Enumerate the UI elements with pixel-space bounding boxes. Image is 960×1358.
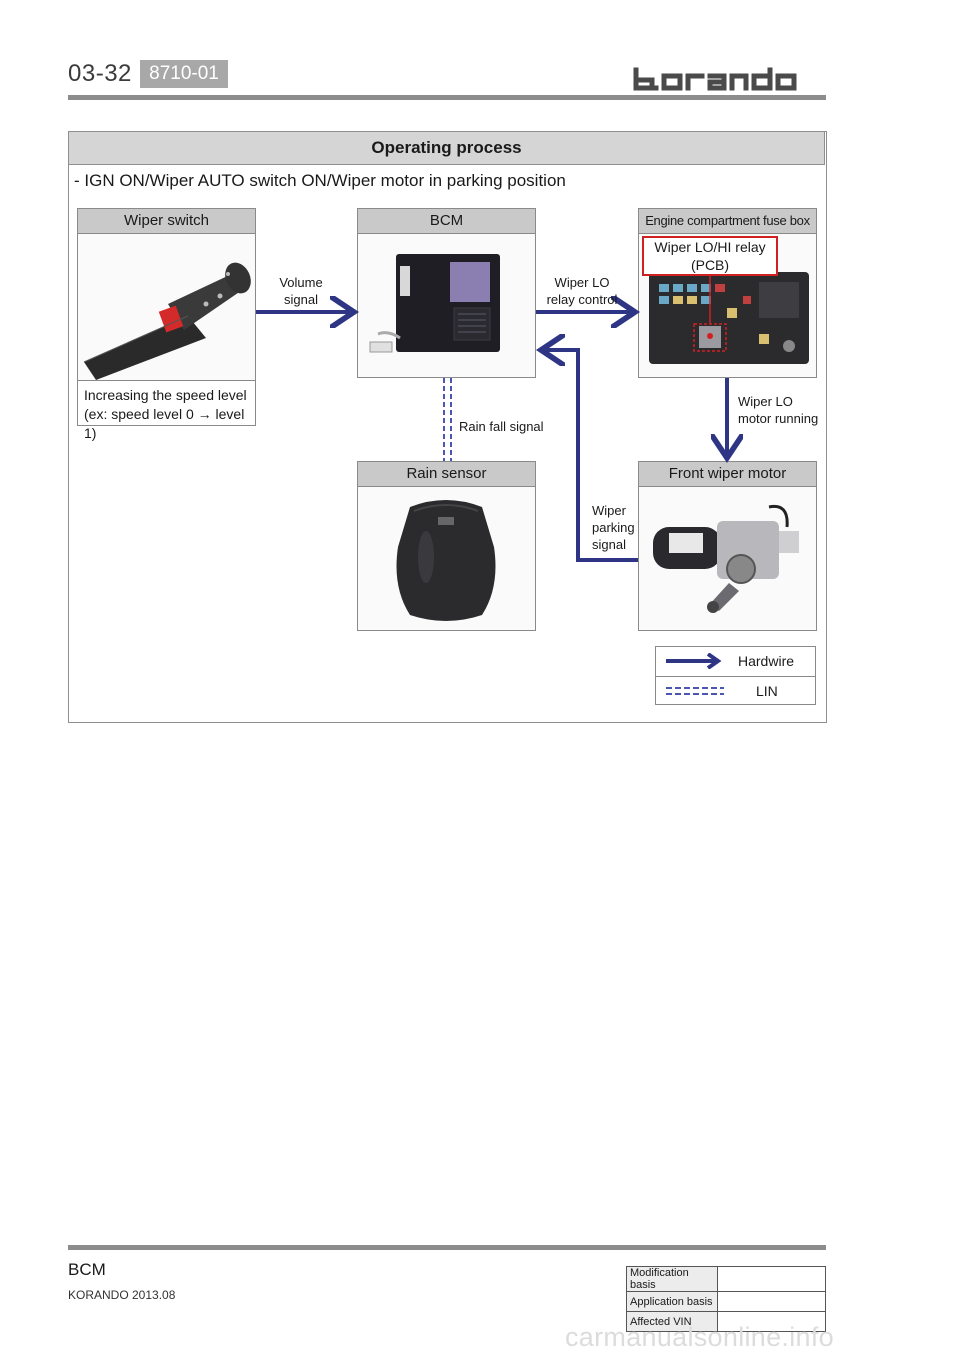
volume-line-1: Volume — [279, 275, 323, 290]
wiper-lo-relay-label: Wiper LO relay control — [538, 274, 626, 308]
header-rule — [68, 95, 826, 100]
parking-line-2: parking — [592, 520, 635, 535]
table-value — [717, 1311, 826, 1332]
table-value — [717, 1266, 826, 1292]
relay-line-1: Wiper LO/HI relay — [654, 239, 766, 255]
footer-model-date: KORANDO 2013.08 — [68, 1288, 176, 1302]
page-number: 03-32 — [68, 60, 132, 87]
relay-callout: Wiper LO/HI relay (PCB) — [642, 236, 778, 276]
front-wiper-motor-box: Front wiper motor — [638, 461, 817, 631]
front-wiper-motor-title: Front wiper motor — [639, 462, 816, 487]
wiper-lo-line-1: Wiper LO — [554, 275, 610, 290]
motor-running-line-1: Wiper LO — [738, 394, 793, 409]
modification-table: Modification basis Application basis Aff… — [626, 1266, 826, 1332]
fuse-box-box: Engine compartment fuse box — [638, 208, 817, 378]
table-row: Affected VIN — [626, 1311, 826, 1332]
footer-rule — [68, 1245, 826, 1250]
rain-fall-label: Rain fall signal — [459, 419, 544, 434]
relay-line-2: (PCB) — [690, 257, 730, 273]
volume-signal-label: Volume signal — [262, 274, 340, 308]
lin-rain-fall-line — [443, 378, 452, 461]
legend: Hardwire LIN — [655, 646, 816, 705]
motor-running-line-2: motor running — [738, 411, 819, 426]
fuse-box-title: Engine compartment fuse box — [639, 209, 816, 234]
table-row: Application basis — [626, 1291, 826, 1312]
table-key: Affected VIN — [626, 1311, 718, 1332]
legend-row-hardwire: Hardwire — [656, 647, 815, 676]
caption-line-2: (ex: speed level 0 → level 1) — [84, 406, 245, 441]
connection-arrows — [256, 0, 960, 562]
brand-logo — [633, 67, 797, 91]
wiper-switch-caption: Increasing the speed level (ex: speed le… — [78, 380, 255, 448]
wiper-switch-title: Wiper switch — [78, 209, 255, 234]
operating-condition: - IGN ON/Wiper AUTO switch ON/Wiper moto… — [74, 171, 566, 190]
legend-hardwire-label: Hardwire — [738, 653, 795, 669]
parking-line-1: Wiper — [592, 503, 626, 518]
lin-dash-icon — [666, 687, 724, 695]
legend-lin-label: LIN — [756, 683, 778, 699]
motor-running-label: Wiper LO motor running — [738, 393, 818, 427]
rain-sensor-box: Rain sensor — [357, 461, 536, 631]
panel-title: Operating process — [68, 131, 825, 165]
bcm-box: BCM — [357, 208, 536, 378]
bcm-image — [358, 234, 535, 377]
table-value — [717, 1291, 826, 1312]
footer-section-name: BCM — [68, 1260, 106, 1279]
section-code-badge: 8710-01 — [140, 60, 228, 88]
watermark: carmanualsonline.info — [565, 1322, 834, 1352]
front-wiper-motor-image — [639, 487, 816, 630]
table-key: Modification basis — [626, 1266, 718, 1292]
parking-signal-label: Wiper parking signal — [592, 502, 635, 553]
legend-row-lin: LIN — [656, 676, 815, 706]
parking-signal-arrow — [545, 350, 638, 562]
wiper-switch-box: Wiper switch Increasing the speed level … — [77, 208, 256, 441]
bcm-title: BCM — [358, 209, 535, 234]
parking-line-3: signal — [592, 537, 626, 552]
rain-sensor-title: Rain sensor — [358, 462, 535, 487]
volume-line-2: signal — [284, 292, 318, 307]
hardwire-arrow-icon — [666, 653, 722, 669]
table-key: Application basis — [626, 1291, 718, 1312]
caption-line-1: Increasing the speed level — [84, 387, 247, 403]
wiper-lo-line-2: relay control — [546, 292, 618, 307]
wiper-switch-image — [78, 234, 255, 380]
rain-sensor-image — [358, 487, 535, 630]
table-row: Modification basis — [626, 1266, 826, 1292]
